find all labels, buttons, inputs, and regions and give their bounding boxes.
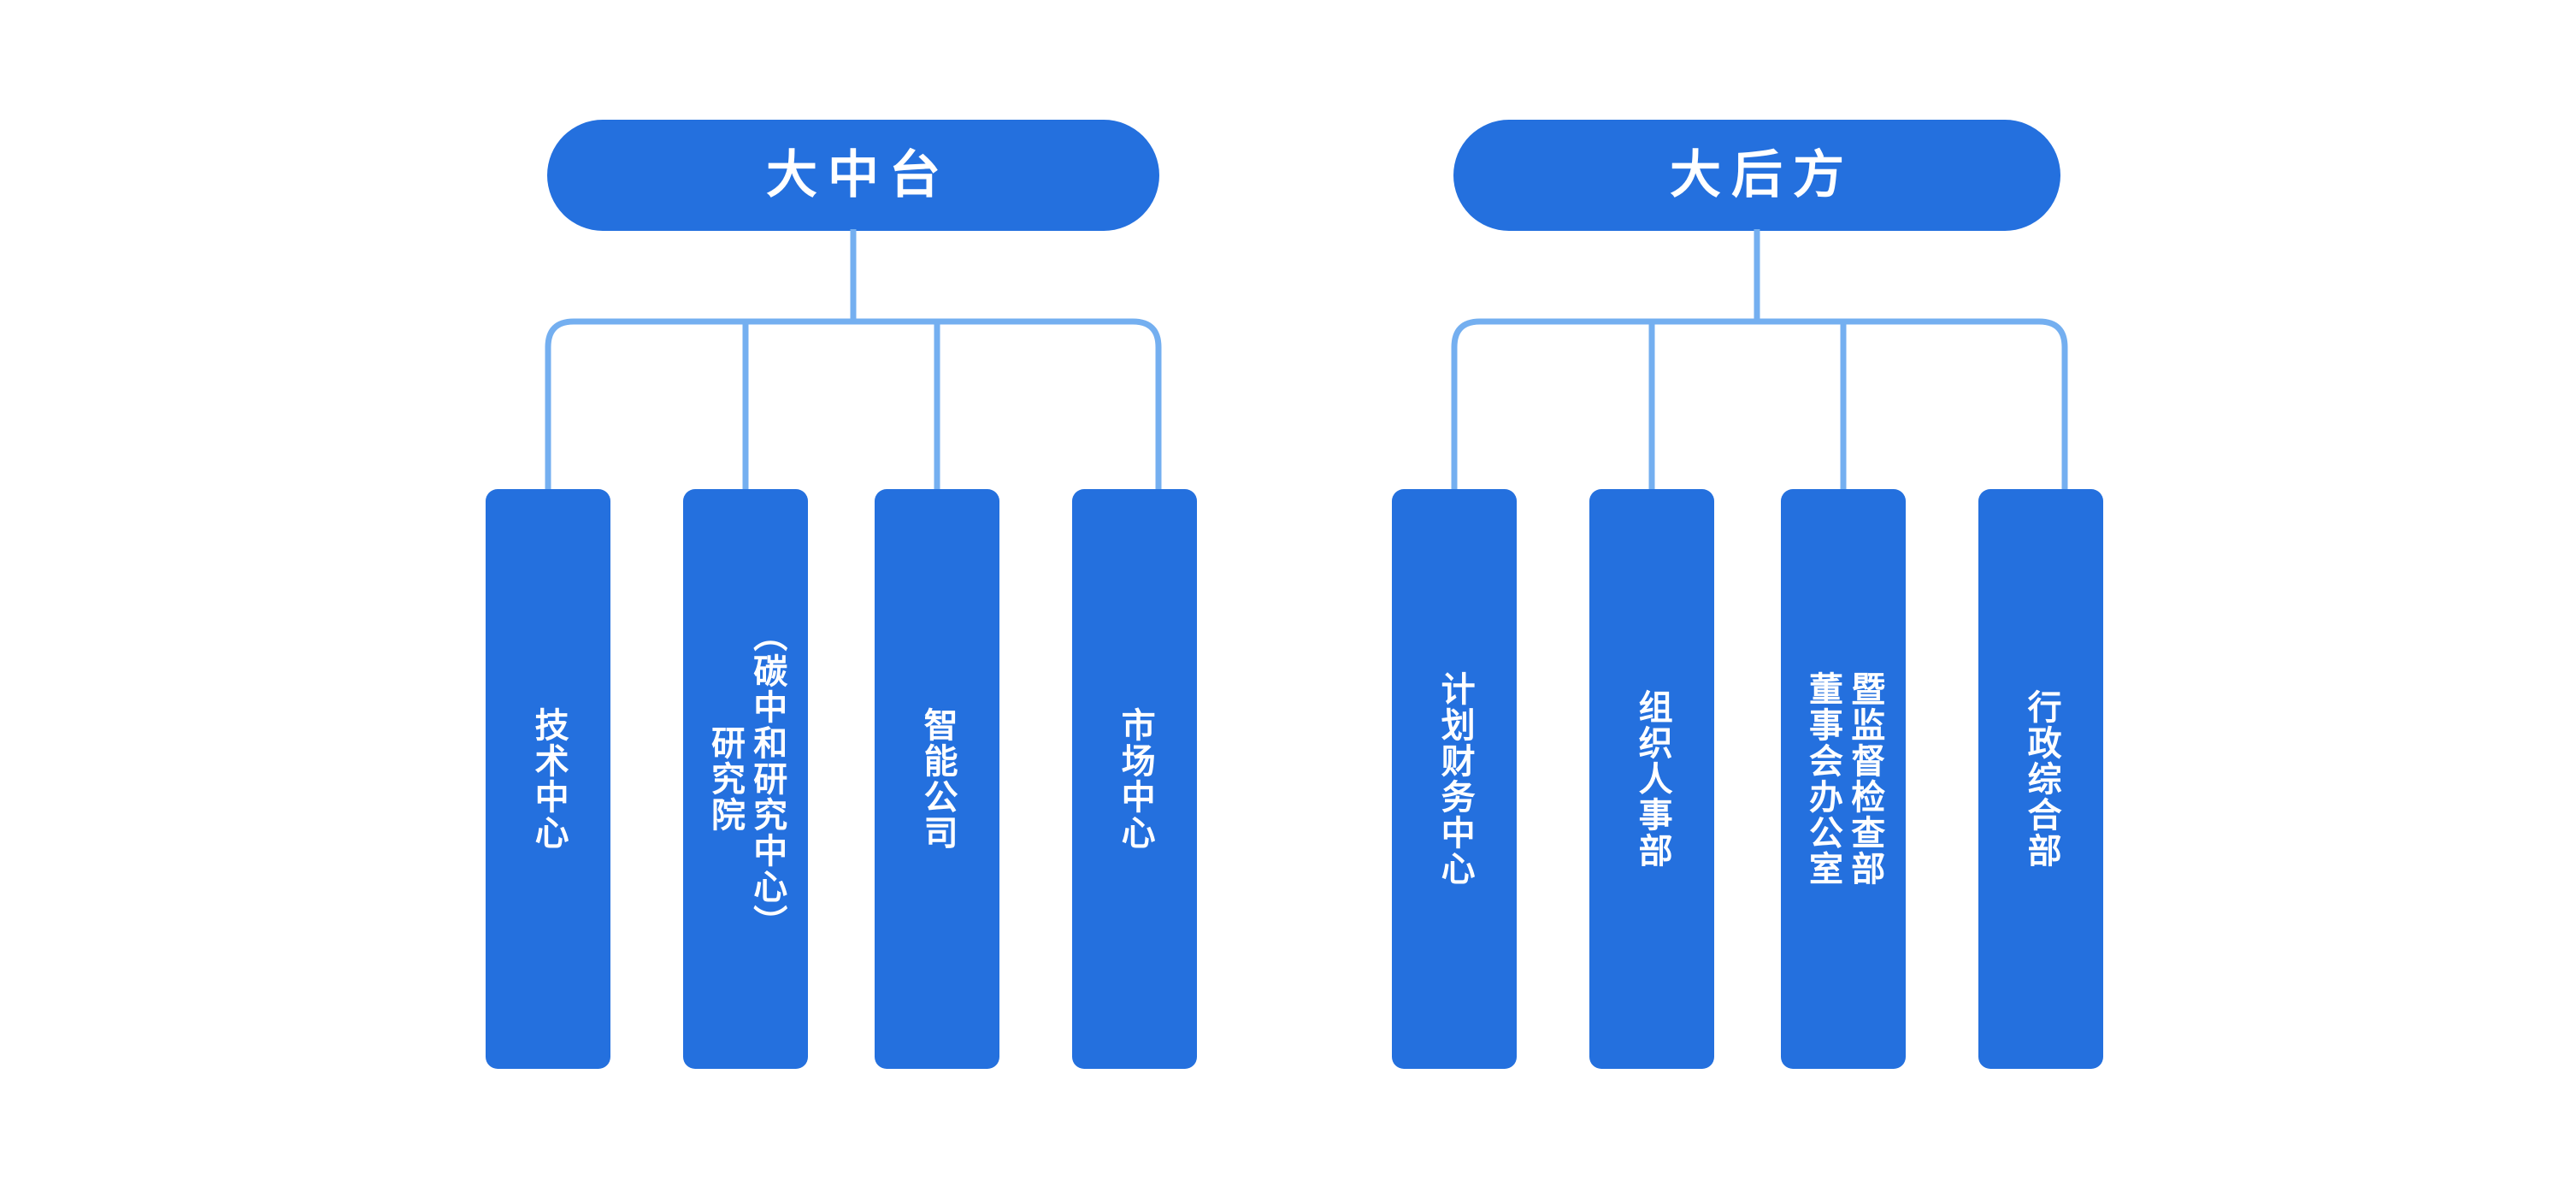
group-header-zhongtai[interactable]: 大中台 [547, 120, 1159, 231]
connector-lines-houfang [1451, 229, 2068, 489]
org-node-sublabel: 研究院 [706, 725, 744, 833]
org-group-zhongtai: 大中台 技术中心 （碳中和研究中心） 研究院 智能公司 市场中心 [0, 0, 1282, 1186]
org-node-label: （碳中和研究中心） [748, 617, 787, 941]
org-group-houfang: 大后方 计划财务中心 组织人事部 暨监督检查部 董事会办公室 行政综合部 [1282, 0, 2576, 1186]
org-node-sublabel: 董事会办公室 [1804, 671, 1842, 887]
org-node-label: 市场中心 [1116, 707, 1154, 851]
org-node-research-institute[interactable]: （碳中和研究中心） 研究院 [683, 489, 808, 1069]
group-header-houfang[interactable]: 大后方 [1453, 120, 2060, 231]
child-node-row-houfang: 计划财务中心 组织人事部 暨监督检查部 董事会办公室 行政综合部 [1392, 489, 2103, 1069]
org-node-label: 组织人事部 [1633, 689, 1671, 869]
org-node-label: 智能公司 [918, 707, 957, 851]
org-node-admin-department[interactable]: 行政综合部 [1978, 489, 2103, 1069]
connector-bus [545, 318, 1162, 489]
org-node-label: 技术中心 [529, 707, 568, 851]
connector-lines-zhongtai [545, 229, 1162, 489]
org-node-tech-center[interactable]: 技术中心 [486, 489, 610, 1069]
org-node-label: 暨监督检查部 [1846, 671, 1884, 887]
org-node-intelligent-co[interactable]: 智能公司 [875, 489, 999, 1069]
connector-bus [1451, 318, 2068, 489]
org-node-finance-center[interactable]: 计划财务中心 [1392, 489, 1517, 1069]
group-header-label: 大后方 [1670, 146, 1854, 204]
org-node-label: 行政综合部 [2022, 689, 2060, 869]
org-node-hr-department[interactable]: 组织人事部 [1589, 489, 1714, 1069]
child-node-row-zhongtai: 技术中心 （碳中和研究中心） 研究院 智能公司 市场中心 [486, 489, 1197, 1069]
org-node-market-center[interactable]: 市场中心 [1072, 489, 1197, 1069]
org-node-label: 计划财务中心 [1435, 671, 1474, 887]
group-header-label: 大中台 [766, 146, 951, 204]
org-node-board-office[interactable]: 暨监督检查部 董事会办公室 [1781, 489, 1906, 1069]
